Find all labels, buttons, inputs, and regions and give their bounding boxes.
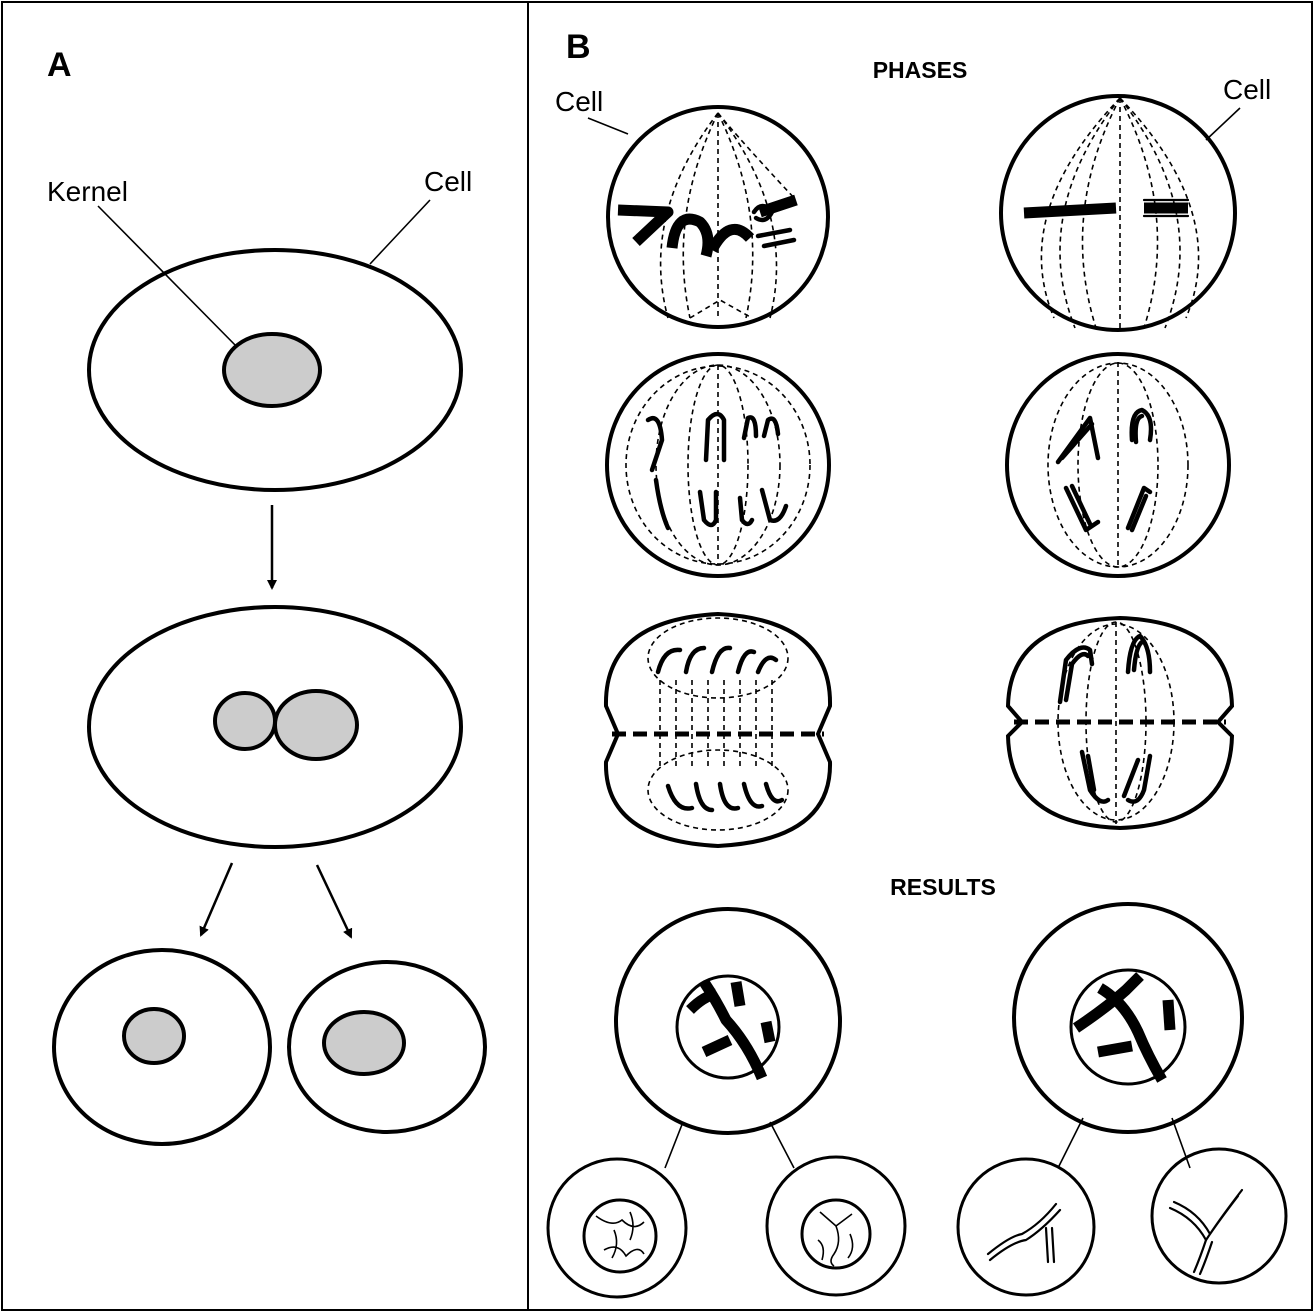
dividing-kernel-right	[273, 689, 359, 761]
results-heading: RESULTS	[890, 874, 996, 900]
phase-cell-3-right	[1005, 615, 1235, 831]
result-left	[546, 907, 907, 1299]
cell-leader-line-right	[1205, 107, 1241, 141]
panel-b: B PHASES RESULTS Cell Cell	[546, 28, 1288, 1299]
phase-cell-2-right	[1005, 352, 1231, 578]
parent-cell	[87, 248, 463, 492]
arrow-right-daughter	[315, 864, 353, 939]
phase-cell-2-left	[605, 352, 831, 578]
daughter-cell-left	[52, 948, 272, 1146]
cell-label-left: Cell	[555, 86, 603, 117]
cell-leader-line-a	[369, 199, 431, 265]
result-right	[956, 902, 1288, 1297]
daughter-cell-right	[287, 960, 487, 1134]
panel-a: A Kernel Cell	[47, 46, 487, 1146]
parent-kernel	[222, 332, 322, 408]
cell-leader-line-left	[587, 117, 629, 135]
daughter-kernel-left	[122, 1007, 186, 1065]
daughter-kernel-right	[322, 1010, 406, 1076]
phase-cell-1-right	[999, 94, 1237, 332]
kernel-label: Kernel	[47, 176, 128, 207]
kernel-leader-line	[97, 205, 241, 351]
dividing-kernel-left	[213, 691, 277, 751]
panel-b-letter: B	[566, 28, 591, 66]
phases-heading: PHASES	[873, 57, 968, 83]
phase-cell-1-left	[606, 105, 830, 329]
cell-label-a: Cell	[424, 166, 472, 197]
arrow-left-daughter	[199, 862, 234, 937]
panel-a-letter: A	[47, 46, 72, 84]
dividing-cell	[87, 605, 463, 849]
phase-cell-3-left	[603, 611, 833, 849]
cell-label-right: Cell	[1223, 74, 1271, 105]
